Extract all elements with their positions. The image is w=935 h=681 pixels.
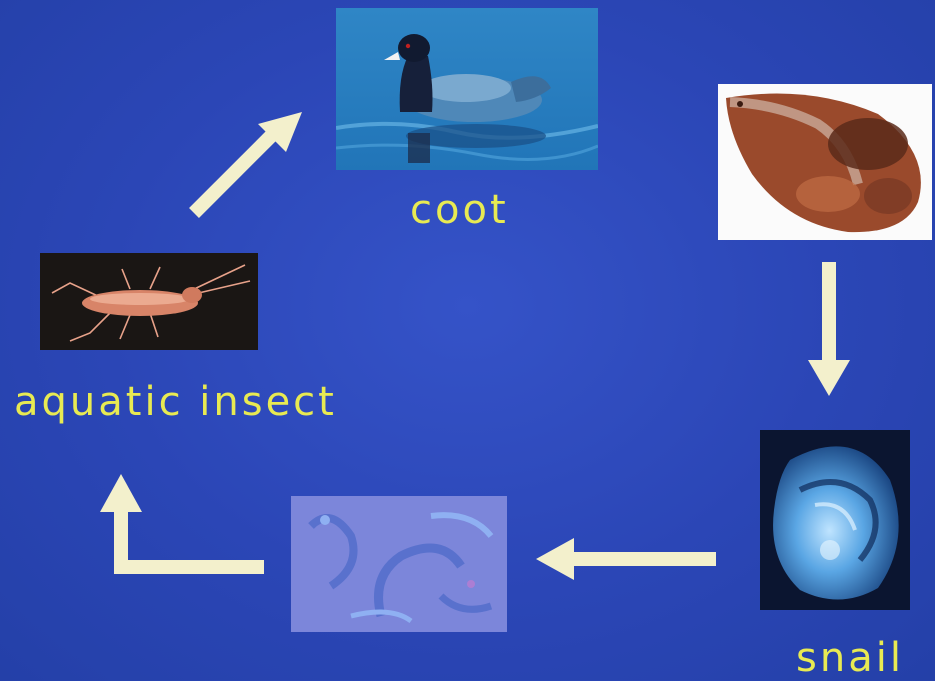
arrow-microscopic-to-insect [100,474,264,567]
arrow-insect-to-coot [194,112,302,213]
arrow-snail-to-microscopic [536,538,716,580]
arrow-leaf-to-snail [808,262,850,396]
